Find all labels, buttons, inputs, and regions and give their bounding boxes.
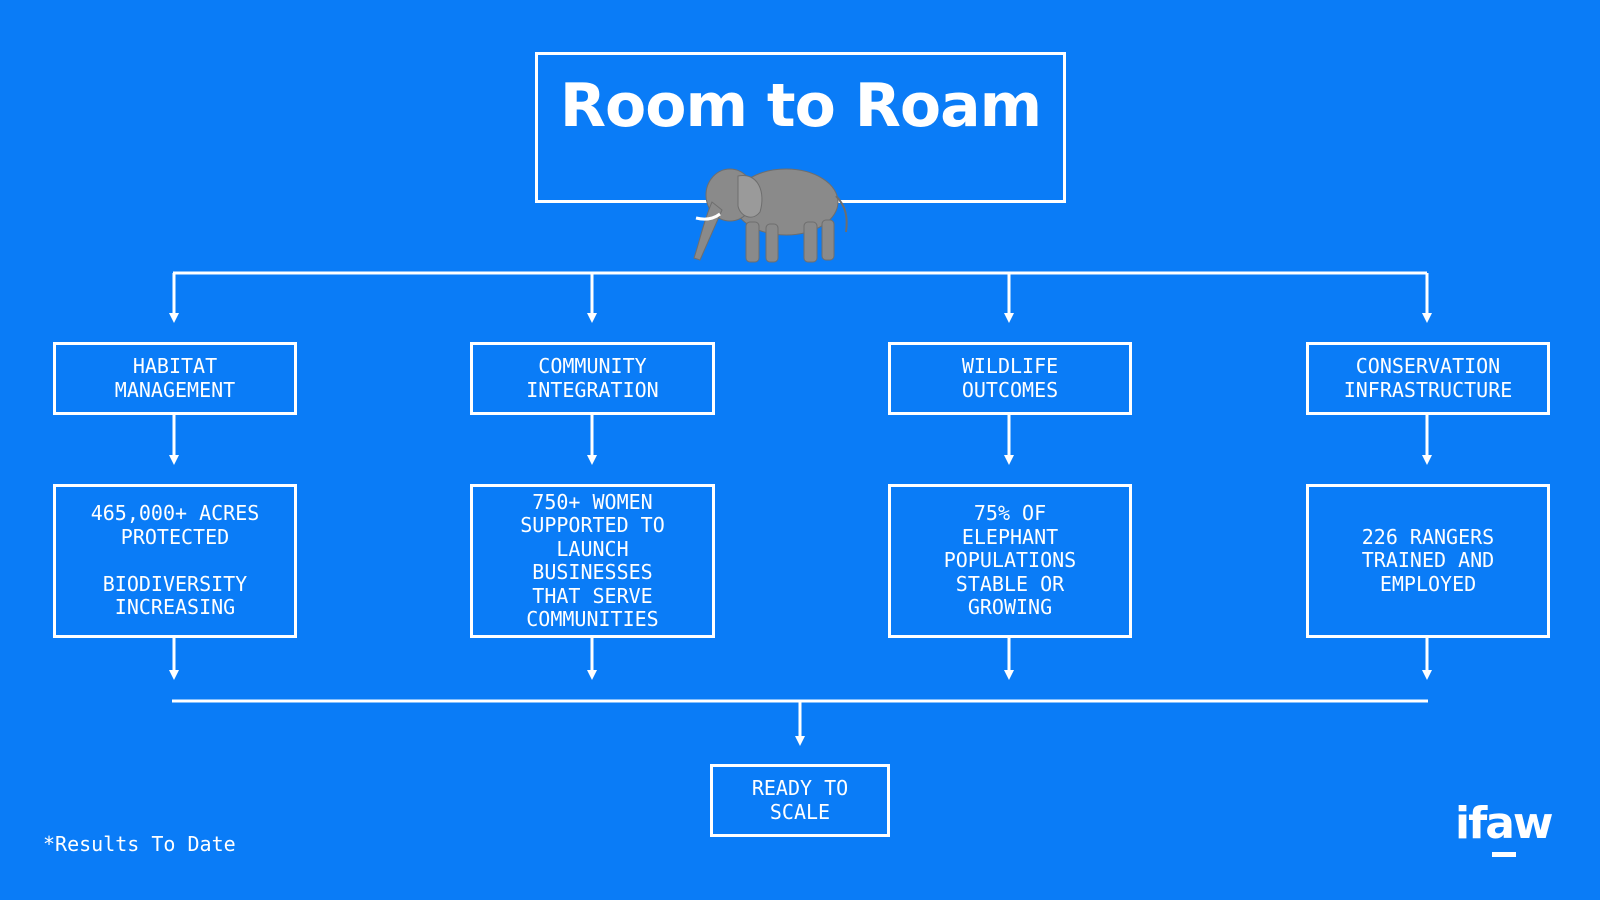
category-box-community-integration: COMMUNITY INTEGRATION bbox=[470, 342, 715, 415]
result-box-infrastructure: 226 RANGERS TRAINED AND EMPLOYED bbox=[1306, 484, 1550, 638]
logo-underline bbox=[1492, 852, 1516, 857]
category-heading: HABITAT MANAGEMENT bbox=[114, 354, 236, 402]
result-box-wildlife: 75% OF ELEPHANT POPULATIONS STABLE OR GR… bbox=[888, 484, 1132, 638]
result-text: 75% OF ELEPHANT POPULATIONS STABLE OR GR… bbox=[943, 501, 1077, 620]
outcome-text: READY TO SCALE bbox=[751, 776, 849, 824]
category-box-wildlife-outcomes: WILDLIFE OUTCOMES bbox=[888, 342, 1132, 415]
category-heading: WILDLIFE OUTCOMES bbox=[961, 354, 1059, 402]
result-text: 226 RANGERS TRAINED AND EMPLOYED bbox=[1361, 524, 1495, 596]
category-heading: CONSERVATION INFRASTRUCTURE bbox=[1343, 354, 1513, 402]
result-box-habitat: 465,000+ ACRES PROTECTED BIODIVERSITY IN… bbox=[53, 484, 297, 638]
elephant-icon bbox=[693, 168, 848, 263]
category-box-conservation-infrastructure: CONSERVATION INFRASTRUCTURE bbox=[1306, 342, 1550, 415]
category-heading: COMMUNITY INTEGRATION bbox=[526, 354, 659, 402]
title-box: Room to Roam bbox=[535, 52, 1066, 203]
footnote: *Results To Date bbox=[43, 832, 236, 856]
ifaw-logo: ifaw bbox=[1455, 798, 1554, 849]
category-box-habitat-management: HABITAT MANAGEMENT bbox=[53, 342, 297, 415]
diagram-title: Room to Roam bbox=[559, 71, 1042, 141]
outcome-box: READY TO SCALE bbox=[710, 764, 890, 837]
result-text: 750+ WOMEN SUPPORTED TO LAUNCH BUSINESSE… bbox=[520, 489, 665, 631]
result-box-community: 750+ WOMEN SUPPORTED TO LAUNCH BUSINESSE… bbox=[470, 484, 715, 638]
result-text: 465,000+ ACRES PROTECTED BIODIVERSITY IN… bbox=[90, 501, 260, 620]
